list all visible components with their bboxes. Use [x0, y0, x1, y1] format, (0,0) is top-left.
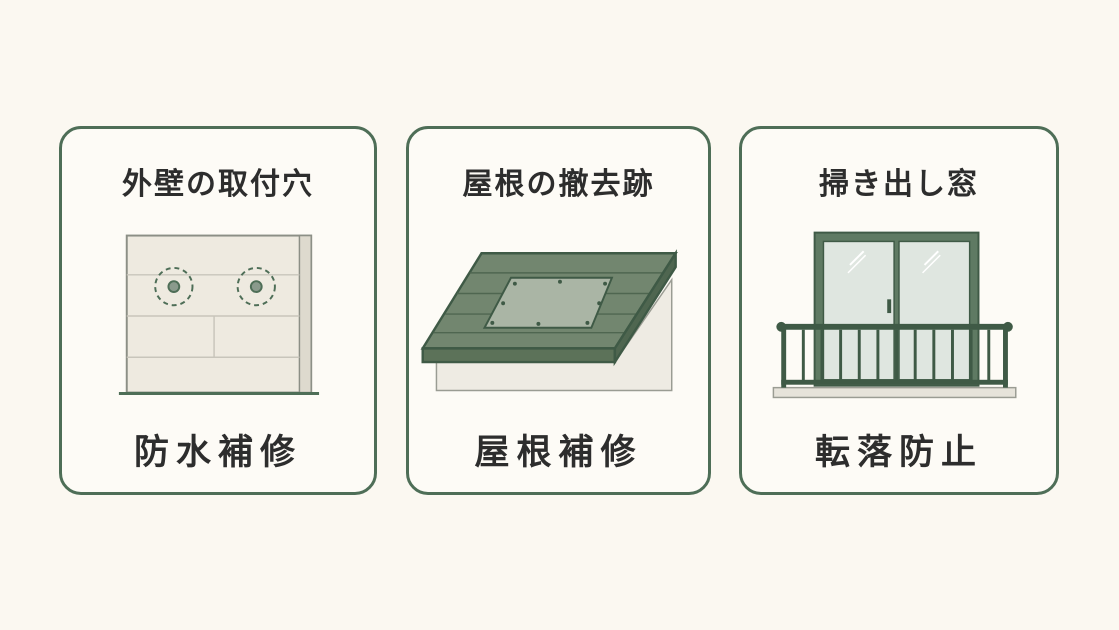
card-label: 防水補修	[133, 433, 302, 473]
card-title: 外壁の取付穴	[122, 167, 314, 202]
card-roof-scar: 屋根の撤去跡 屋根補修	[406, 126, 711, 495]
roof-patch-icon	[420, 249, 678, 392]
card-title: 掃き出し窓	[819, 167, 979, 202]
card-sliding-window: 掃き出し窓 転落防止	[739, 126, 1059, 495]
card-label: 転落防止	[814, 433, 983, 473]
window-railing-icon	[772, 231, 1017, 399]
card-wall-holes: 外壁の取付穴 防水補修	[59, 126, 377, 495]
card-title: 屋根の撤去跡	[462, 167, 655, 202]
card-label: 屋根補修	[474, 433, 643, 473]
wall-holes-icon	[118, 234, 320, 395]
